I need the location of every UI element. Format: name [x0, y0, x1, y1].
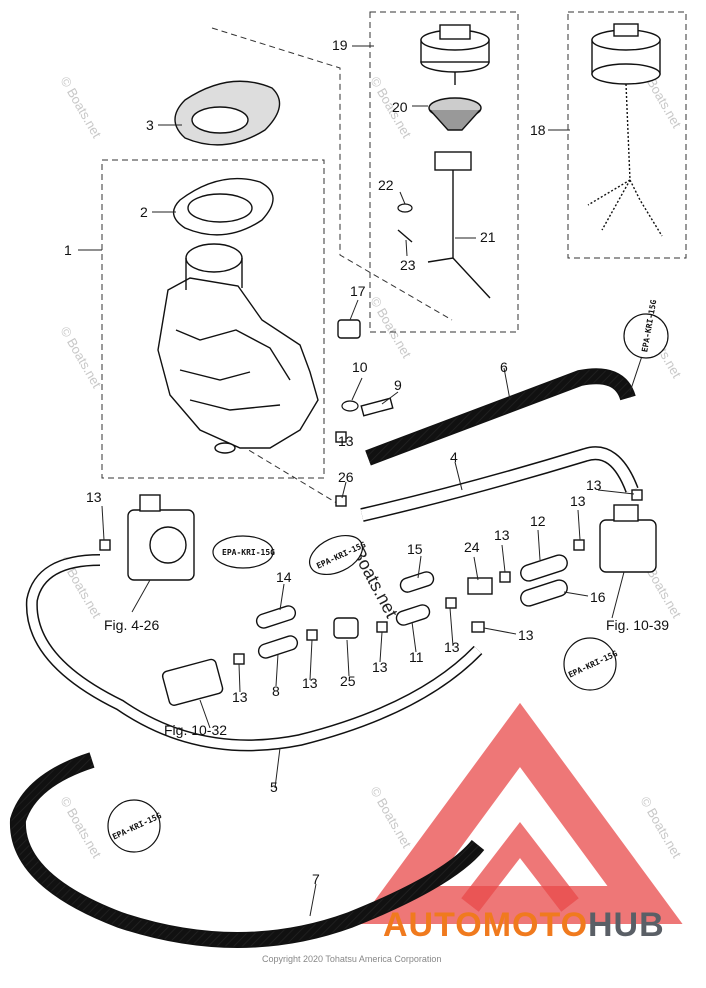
fig-ref-4-26: Fig. 4-26	[104, 617, 159, 633]
label-1: 1	[64, 242, 72, 258]
washer-22	[397, 203, 413, 213]
hose-5	[25, 554, 483, 752]
joint-24	[467, 577, 493, 595]
label-6: 6	[500, 359, 508, 375]
group-boxes	[101, 11, 687, 506]
hose-12-16	[520, 554, 568, 607]
watermark-text: © Boats.net	[57, 324, 104, 391]
label-13-e: 13	[494, 527, 510, 543]
brand-text-hub: HUB	[588, 906, 665, 944]
pin-23	[397, 229, 413, 243]
label-5: 5	[270, 779, 278, 795]
epa-stamp-5: EPA-KRI-15G	[107, 799, 163, 853]
epa-stamp-4: EPA-KRI-15G	[563, 637, 619, 691]
watermark-text: © Boats.net	[367, 294, 414, 361]
label-22: 22	[378, 177, 394, 193]
label-25: 25	[340, 673, 356, 689]
label-7: 7	[312, 871, 320, 887]
svg-text:EPA-KRI-15G: EPA-KRI-15G	[222, 548, 275, 557]
fuel-cap-19	[420, 24, 490, 85]
label-19: 19	[332, 37, 348, 53]
label-13-j: 13	[232, 689, 248, 705]
hose-14-8	[255, 605, 299, 659]
hose-6	[365, 368, 636, 466]
hose-4	[360, 446, 639, 522]
fuel-connector-right	[599, 504, 657, 573]
label-12: 12	[530, 513, 546, 529]
label-24: 24	[464, 539, 480, 555]
label-13-a: 13	[338, 433, 354, 449]
label-21: 21	[480, 229, 496, 245]
filter-25	[333, 617, 359, 639]
gasket-3	[174, 80, 281, 146]
label-11: 11	[409, 649, 424, 665]
bolt-9	[360, 397, 394, 417]
label-13-h: 13	[372, 659, 388, 675]
label-14: 14	[276, 569, 292, 585]
label-17: 17	[350, 283, 366, 299]
label-18: 18	[530, 122, 546, 138]
gauge-21	[427, 151, 491, 299]
label-13-c: 13	[570, 493, 586, 509]
label-20: 20	[392, 99, 408, 115]
leader-lines	[78, 45, 645, 917]
label-23: 23	[400, 257, 416, 273]
fig-ref-10-39: Fig. 10-39	[606, 617, 669, 633]
label-13-g: 13	[444, 639, 460, 655]
label-3: 3	[146, 117, 154, 133]
tank-group-box	[101, 159, 325, 479]
automotohub-logo: AUTOMOTO HUB	[357, 702, 683, 944]
copyright-text: Copyright 2020 Tohatsu America Corporati…	[262, 954, 441, 964]
label-13-i: 13	[302, 675, 318, 691]
label-13-b: 13	[86, 489, 102, 505]
epa-stamp-2: EPA-KRI-15G	[309, 534, 367, 576]
fuel-pump	[127, 494, 195, 581]
label-9: 9	[394, 377, 402, 393]
label-26: 26	[338, 469, 354, 485]
hose-7	[9, 752, 485, 948]
clamps	[99, 431, 643, 665]
gasket-2	[172, 177, 274, 236]
fig-ref-10-32: Fig. 10-32	[164, 722, 227, 738]
label-13-f: 13	[518, 627, 534, 643]
watermark-text: © Boats.net	[57, 794, 104, 861]
figure-refs: Fig. 4-26 Fig. 10-39 Fig. 10-32	[104, 617, 669, 738]
fuel-connector-left	[161, 658, 224, 706]
elbow-17	[337, 319, 361, 339]
fuel-cap-18	[587, 23, 663, 237]
washer-10	[341, 400, 359, 412]
watermark-text: © Boats.net	[367, 784, 414, 851]
gauge-group-box	[369, 11, 519, 333]
part-labels: 1 2 3 4 5 6 7 8 9 10 11 12 13 13 13 13 1…	[64, 37, 606, 887]
watermark-text: © Boats.net	[57, 74, 104, 141]
fuel-tank	[157, 243, 319, 454]
label-10: 10	[352, 359, 368, 375]
gasket-20	[428, 97, 482, 131]
epa-stamp-1: EPA-KRI-15G	[212, 535, 275, 569]
label-2: 2	[140, 204, 148, 220]
label-13-d: 13	[586, 477, 602, 493]
epa-stamp-3: EPA-KRI-15G	[623, 299, 669, 359]
label-15: 15	[407, 541, 423, 557]
brand-text-automoto: AUTOMOTO	[383, 906, 588, 944]
label-8: 8	[272, 683, 280, 699]
label-16: 16	[590, 589, 606, 605]
hose-15-11	[395, 571, 435, 626]
cap-group-box	[567, 11, 687, 259]
watermark-text: © Boats.net	[637, 794, 684, 861]
label-4: 4	[450, 449, 458, 465]
